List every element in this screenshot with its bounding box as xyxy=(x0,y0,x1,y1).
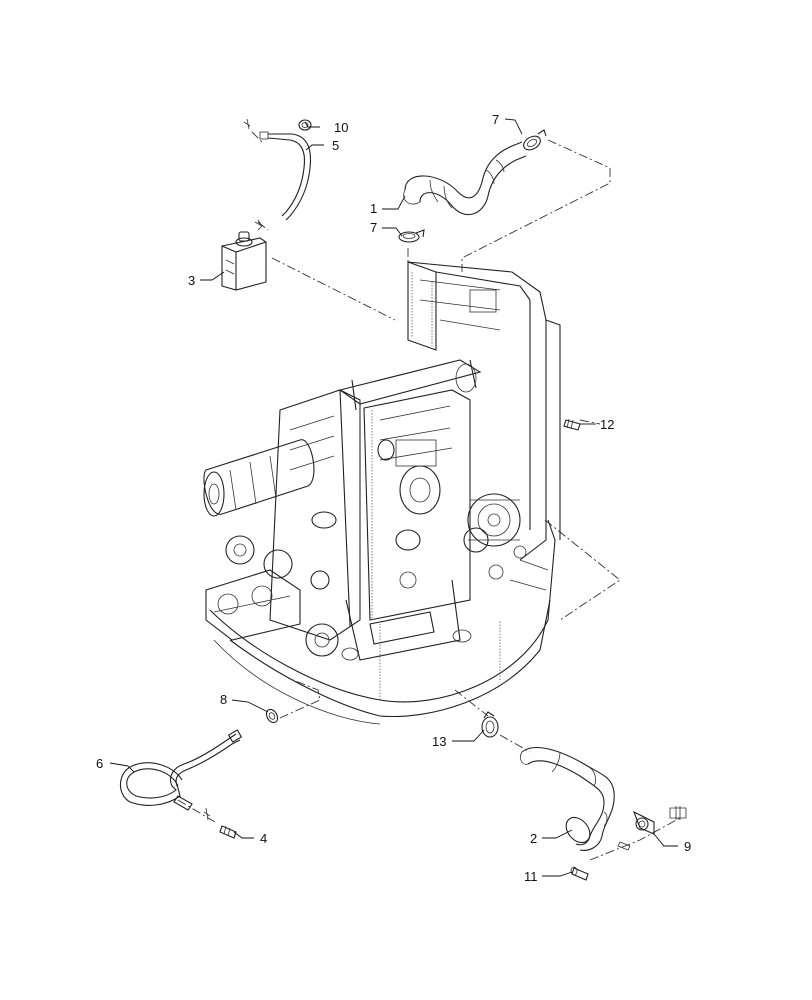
callout-8: 8 xyxy=(220,692,227,707)
callout-12: 12 xyxy=(600,417,614,432)
hose-clamp-small xyxy=(298,119,312,131)
callout-4: 4 xyxy=(260,831,267,846)
callout-6: 6 xyxy=(96,756,103,771)
callout-7-lower: 7 xyxy=(370,220,377,235)
hose-clamp-8 xyxy=(265,708,279,724)
callout-7-upper: 7 xyxy=(492,112,499,127)
fitting-11 xyxy=(570,866,589,881)
callout-9: 9 xyxy=(684,839,691,854)
callout-5: 5 xyxy=(332,138,339,153)
hose-clamp-13 xyxy=(481,711,499,738)
upper-radiator-hose xyxy=(403,141,527,216)
callout-labels: 10 5 1 7 7 3 12 8 6 13 4 2 9 11 xyxy=(96,112,691,884)
hose-clamp-lower xyxy=(398,229,425,243)
bracket-9 xyxy=(617,806,687,851)
callout-2: 2 xyxy=(530,831,537,846)
callout-10: 10 xyxy=(334,120,348,135)
engine-assembly xyxy=(203,261,561,725)
assembly-centerlines xyxy=(177,131,681,861)
hose-clamp-upper xyxy=(523,129,547,151)
bypass-hose xyxy=(119,729,243,821)
callout-11: 11 xyxy=(524,869,538,884)
coolant-reservoir xyxy=(221,219,267,291)
fitting-4 xyxy=(219,825,237,839)
lower-radiator-hose xyxy=(520,747,615,851)
reservoir-hose xyxy=(243,118,312,221)
callout-1: 1 xyxy=(370,201,377,216)
callout-3: 3 xyxy=(188,273,195,288)
callout-13: 13 xyxy=(432,734,446,749)
callout-leaders xyxy=(109,118,678,877)
fitting-12 xyxy=(563,418,581,431)
